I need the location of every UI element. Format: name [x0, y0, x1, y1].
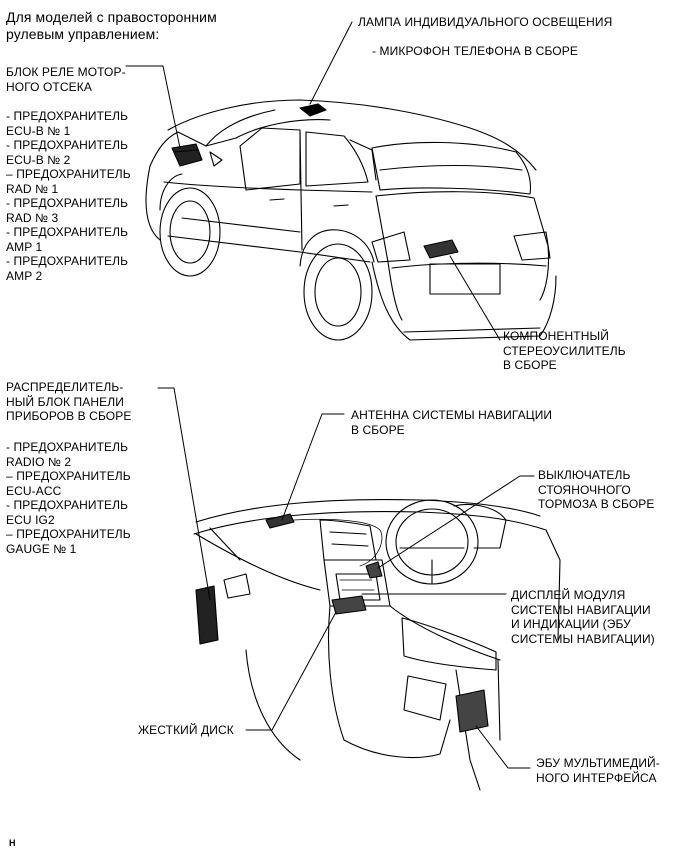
corner-mark: H	[9, 838, 16, 848]
leader-parking-switch	[377, 475, 535, 569]
leader-relay-block	[125, 65, 181, 149]
leader-lines	[125, 21, 535, 769]
label-multimedia-ecu: ЭБУ МУЛЬТИМЕДИЙ- НОГО ИНТЕРФЕЙСА	[536, 756, 660, 785]
label-microphone: - МИКРОФОН ТЕЛЕФОНА В СБОРЕ	[372, 44, 578, 58]
label-relay-block: БЛОК РЕЛЕ МОТОР- НОГО ОТСЕКА	[6, 65, 126, 94]
label-junction-fuses: - ПРЕДОХРАНИТЕЛЬ RADIO № 2 – ПРЕДОХРАНИТ…	[6, 440, 131, 556]
leader-lamp	[309, 21, 353, 105]
leader-multimedia-ecu	[475, 725, 531, 769]
label-amplifier: КОМПОНЕНТНЫЙ СТЕРЕОУСИЛИТЕЛЬ В СБОРЕ	[503, 329, 626, 372]
label-relay-fuses: - ПРЕДОХРАНИТЕЛЬ ECU-B № 1 - ПРЕДОХРАНИТ…	[6, 109, 131, 283]
leader-antenna	[281, 413, 345, 521]
label-junction-block: РАСПРЕДЕЛИТЕЛЬ- НЫЙ БЛОК ПАНЕЛИ ПРИБОРОВ…	[6, 380, 132, 423]
label-antenna: АНТЕННА СИСТЕМЫ НАВИГАЦИИ В СБОРЕ	[351, 408, 553, 437]
label-hard-disk: ЖЕСТКИЙ ДИСК	[138, 723, 234, 737]
dashboard-illustration	[193, 499, 561, 791]
leader-junction-block	[157, 387, 211, 601]
label-nav-display: ДИСПЛЕЙ МОДУЛЯ СИСТЕМЫ НАВИГАЦИИ И ИНДИК…	[511, 588, 655, 646]
label-parking-switch: ВЫКЛЮЧАТЕЛЬ СТОЯНОЧНОГО ТОРМОЗА В СБОРЕ	[538, 468, 655, 511]
vehicle-illustration	[145, 99, 557, 341]
leader-hard-disk	[245, 611, 337, 731]
leader-amplifier	[449, 255, 501, 341]
label-lamp: ЛАМПА ИНДИВИДУАЛЬНОГО ОСВЕЩЕНИЯ	[358, 15, 613, 29]
page-heading: Для моделей с правосторонним рулевым упр…	[6, 9, 217, 42]
